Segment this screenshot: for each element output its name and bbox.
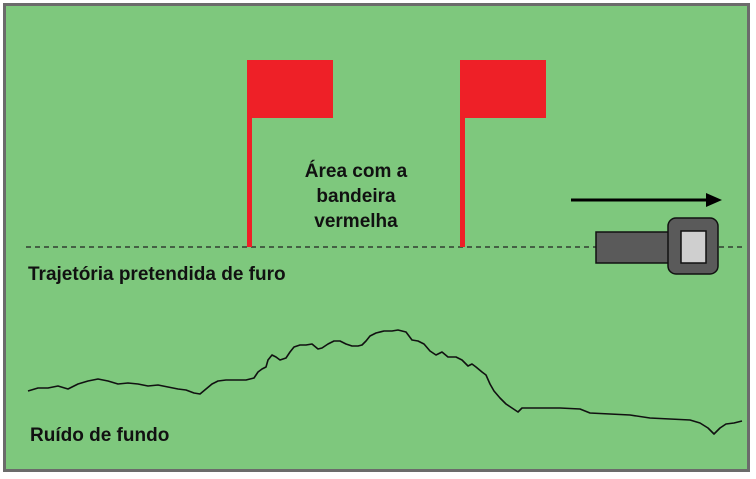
- background-noise-label: Ruído de fundo: [30, 425, 170, 446]
- red-flag-area-label: Área com a bandeira vermelha: [250, 159, 462, 234]
- area-label-line-2: bandeira: [316, 186, 396, 207]
- direction-arrow-icon: [571, 193, 722, 207]
- red-flag-icon: [247, 60, 333, 247]
- red-flag-icon: [460, 60, 546, 247]
- intended-path-label: Trajetória pretendida de furo: [28, 264, 286, 285]
- area-label-line-3: vermelha: [314, 211, 398, 232]
- background-noise-waveform: [27, 329, 743, 435]
- locator-device-icon: [595, 217, 719, 275]
- area-label-line-1: Área com a: [304, 161, 408, 182]
